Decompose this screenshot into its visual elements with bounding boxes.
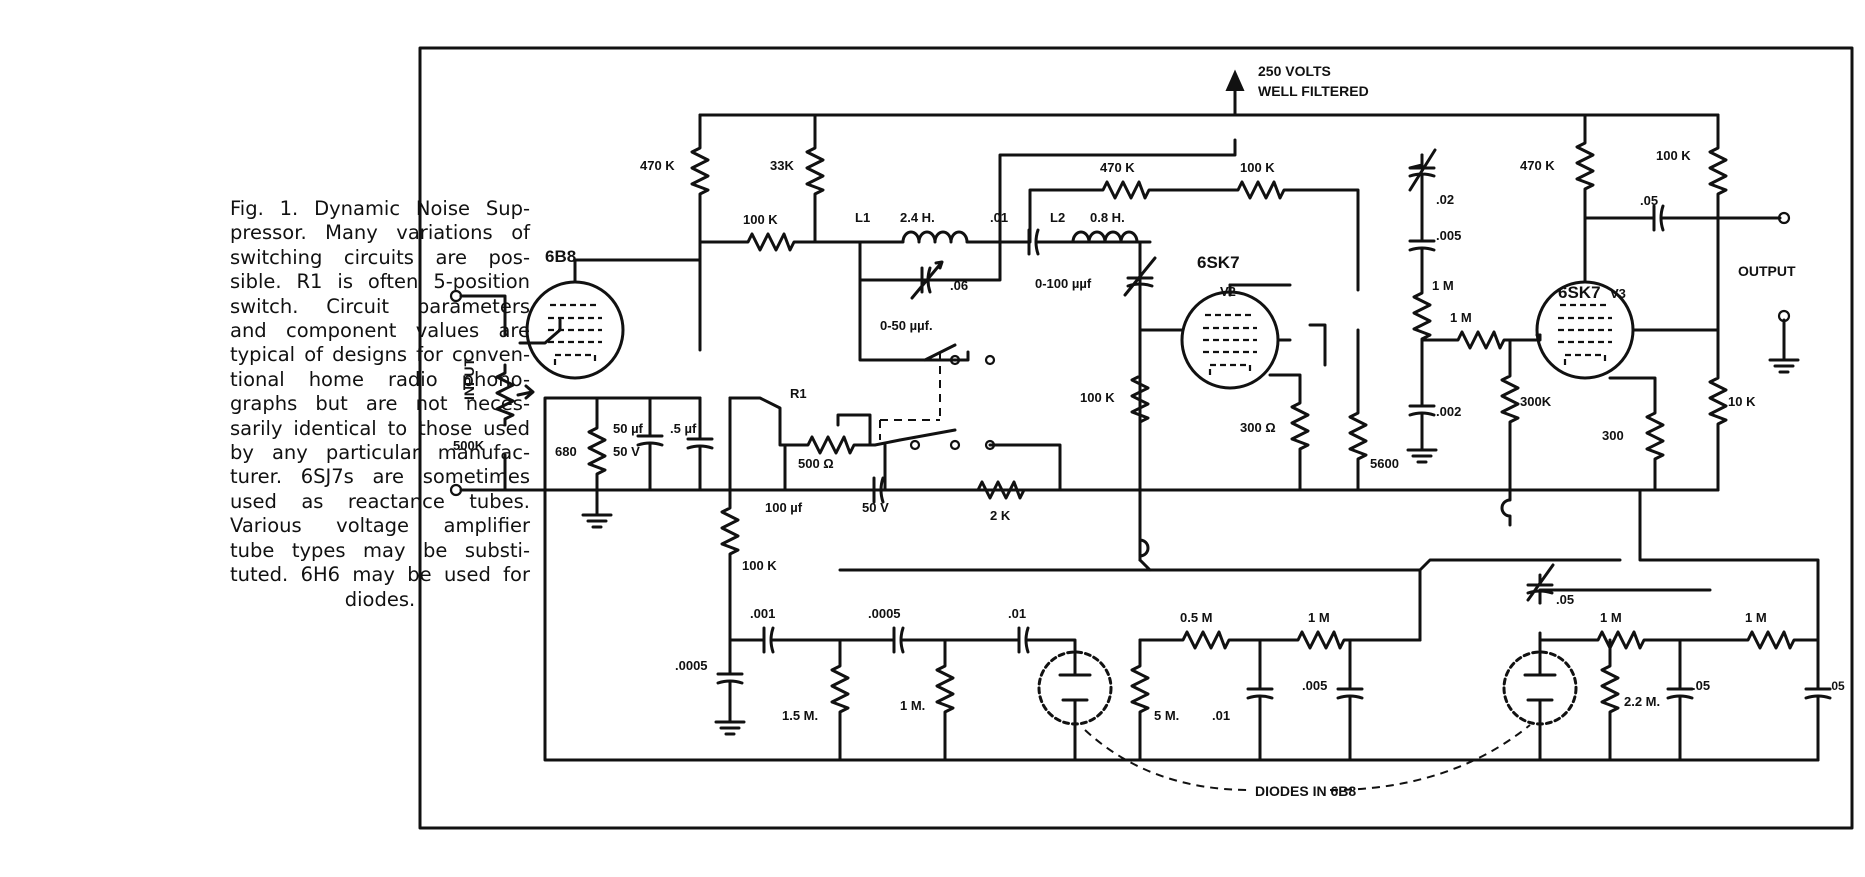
label-l1-value: 2.4 H. — [900, 210, 935, 225]
diode-callout — [1084, 724, 1531, 791]
supply-voltage-label: 250 VOLTS — [1258, 63, 1331, 79]
label-100uf: 100 µf — [765, 500, 803, 515]
volume-pot-wiper — [516, 384, 535, 400]
label-1m-e: 1 M — [1600, 610, 1622, 625]
caption-line: diodes. — [344, 587, 416, 611]
tube-v3-type-label: 6SK7 — [1558, 283, 1601, 302]
ground-symbols — [581, 309, 1800, 736]
caption-line: tuted. 6H6 may be used for — [230, 563, 530, 587]
diodes-label: DIODES IN 6B8 — [1255, 783, 1356, 799]
tube-v2 — [1138, 283, 1292, 390]
label-1m-a: 1 M — [1432, 278, 1454, 293]
r1-switch — [879, 343, 1062, 492]
caption-line: switching circuits are pos- — [230, 245, 530, 269]
caption-line: Various voltage amplifier — [230, 514, 530, 538]
label-300: 300 — [1602, 428, 1624, 443]
label-c02: .02 — [1436, 192, 1454, 207]
label-680: 680 — [555, 444, 577, 459]
caption-line: Fig. 1. Dynamic Noise Sup- — [230, 197, 530, 220]
inductor-l1 — [888, 230, 982, 244]
label-50v-b: 50 V — [862, 500, 889, 515]
label-1m-f: 1 M — [1745, 610, 1767, 625]
label-470k-b: 470 K — [1100, 160, 1135, 175]
label-c002: .002 — [1436, 404, 1461, 419]
label-500k: 500K — [453, 438, 485, 453]
caption-line: tube types may be substi- — [230, 538, 530, 562]
label-c05-c: .05 — [1828, 679, 1845, 693]
diode-2 — [1502, 650, 1578, 726]
caption-line: turer. 6SJ7s are sometimes — [230, 465, 530, 489]
label-r1-value: 500 Ω — [798, 456, 834, 471]
caption-line: by any particular manufac- — [230, 441, 530, 465]
tube-v3-label: V3 — [1610, 286, 1626, 301]
tube-v2-label: V2 — [1220, 284, 1236, 299]
label-100k-c: 100 K — [1080, 390, 1115, 405]
label-c01-b: .01 — [1008, 606, 1026, 621]
label-c005: .005 — [1436, 228, 1461, 243]
label-0-5m: 0.5 M — [1180, 610, 1213, 625]
label-5600: 5600 — [1370, 456, 1399, 471]
label-5uf: .5 µf — [670, 421, 697, 436]
label-l2-value: 0.8 H. — [1090, 210, 1125, 225]
label-0-100uuf: 0-100 µµf — [1035, 276, 1092, 291]
label-5m: 5 M. — [1154, 708, 1179, 723]
caption-line: tional home radio phono- — [230, 367, 530, 391]
label-l1: L1 — [855, 210, 870, 225]
label-1m-c: 1 M. — [900, 698, 925, 713]
label-300-ohm: 300 Ω — [1240, 420, 1276, 435]
caption-line: pressor. Many variations of — [230, 221, 530, 245]
caption-line: and component values are — [230, 319, 530, 343]
caption-line: typical of designs for conven- — [230, 343, 530, 367]
label-2k: 2 K — [990, 508, 1011, 523]
label-300k: 300K — [1520, 394, 1552, 409]
label-470k: 470 K — [640, 158, 675, 173]
label-33k: 33K — [770, 158, 794, 173]
figure-caption: Fig. 1. Dynamic Noise Sup- pressor. Many… — [230, 197, 530, 612]
label-c01-c: .01 — [1212, 708, 1230, 723]
label-1m-d: 1 M — [1308, 610, 1330, 625]
label-470k-c: 470 K — [1520, 158, 1555, 173]
label-c005-b: .005 — [1302, 678, 1327, 693]
label-c0005-a: .0005 — [675, 658, 708, 673]
output-label: OUTPUT — [1738, 263, 1796, 279]
tube-v3 — [1535, 238, 1662, 387]
label-c001: .001 — [750, 606, 775, 621]
supply-filter-label: WELL FILTERED — [1258, 83, 1369, 99]
supply-terminal: 250 VOLTS WELL FILTERED — [1225, 63, 1369, 117]
label-2-2m: 2.2 M. — [1624, 694, 1660, 709]
component-labels: 470 K 33K 100 K 500K 680 50 µf 50 V .5 µ… — [453, 148, 1845, 723]
label-c05-a: .05 — [1556, 592, 1574, 607]
caption-line: sible. R1 is often 5-position — [230, 270, 530, 294]
input-label: INPUT — [461, 358, 477, 400]
label-50uf: 50 µf — [613, 421, 644, 436]
inductor-l2 — [1058, 230, 1152, 244]
label-c06: .06 — [950, 278, 968, 293]
variable-capacitors — [903, 148, 1555, 605]
label-0-50uuf: 0-50 µµf. — [880, 318, 933, 333]
label-1m-b: 1 M — [1450, 310, 1472, 325]
tube-v1-label: 6B8 — [545, 247, 576, 266]
label-100k-d: 100 K — [1656, 148, 1691, 163]
caption-line: graphs but are not neces- — [230, 392, 530, 416]
label-100k: 100 K — [743, 212, 778, 227]
caption-line: sarily identical to those used — [230, 416, 530, 440]
label-r1: R1 — [790, 386, 807, 401]
label-10k: 10 K — [1728, 394, 1756, 409]
label-100k-e: 100 K — [742, 558, 777, 573]
label-c01: .01 — [990, 210, 1008, 225]
label-c05-out: .05 — [1640, 193, 1658, 208]
diode-1 — [1037, 650, 1113, 726]
label-100k-b: 100 K — [1240, 160, 1275, 175]
figure-border — [418, 46, 1854, 830]
label-l2: L2 — [1050, 210, 1065, 225]
label-c05-b: .05 — [1692, 678, 1710, 693]
label-1-5m: 1.5 M. — [782, 708, 818, 723]
label-c0005-b: .0005 — [868, 606, 901, 621]
tube-v1 — [525, 258, 702, 380]
label-50v: 50 V — [613, 444, 640, 459]
tube-v2-type-label: 6SK7 — [1197, 253, 1240, 272]
